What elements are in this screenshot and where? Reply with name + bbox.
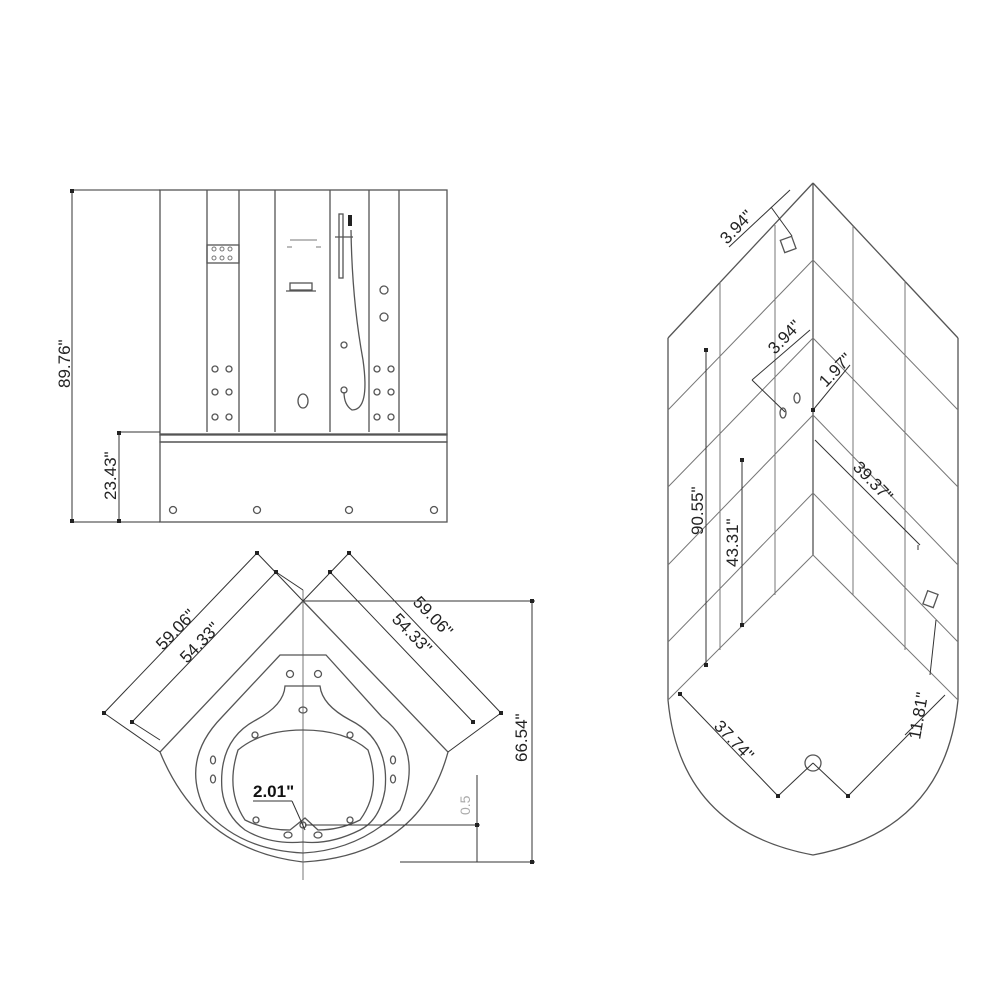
- tile-lines: [667, 225, 959, 701]
- front-elevation: 89.76" 23.43": [55, 189, 448, 523]
- valve-icon: [793, 392, 801, 404]
- tub-height-label: 23.43": [101, 451, 120, 500]
- side-offset-label: 11.81": [905, 691, 932, 741]
- valve-offset-label: 1.97": [815, 349, 856, 390]
- nozzle-top-icon: [779, 235, 797, 254]
- drain-icon: [804, 754, 822, 772]
- drain-offset-label: 2.01": [253, 782, 294, 801]
- partial-dim-label: 0.5: [457, 795, 473, 815]
- tub-jets: [168, 505, 439, 515]
- top-plan: 59.06" 54.33" 59.06" 54.33" 66.54" 2.01"…: [102, 551, 535, 880]
- body-jets-left: [211, 365, 233, 421]
- nozzle-bottom-icon: [922, 589, 939, 609]
- depth-label: 66.54": [512, 713, 531, 762]
- shelf-icon: [289, 282, 313, 291]
- speaker-icon: [297, 393, 309, 409]
- jet-grid-icon: [211, 246, 233, 261]
- total-height-label: 90.55": [688, 486, 707, 535]
- isometric-view: 3.94" 3.94" 1.97" 39.37" 90.55" 43.31" 3…: [667, 182, 959, 856]
- valve-icon: [779, 407, 787, 419]
- body-jets-right: [373, 285, 395, 421]
- front-width-label: 37.74": [710, 717, 757, 765]
- overall-height-label: 89.76": [55, 339, 74, 388]
- valve-height-label: 43.31": [723, 518, 742, 567]
- hand-shower-icon: [335, 213, 366, 411]
